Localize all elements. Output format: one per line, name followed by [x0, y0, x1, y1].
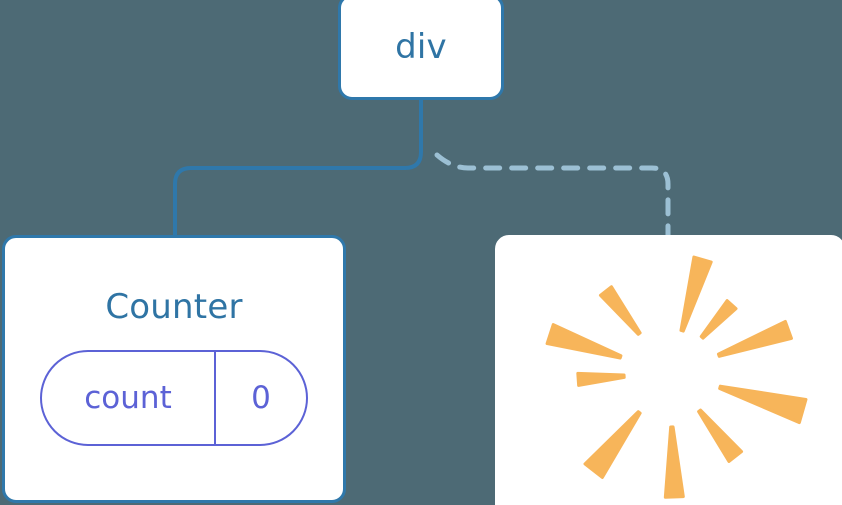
starburst-ray-8	[663, 425, 685, 499]
starburst-ray-2	[699, 299, 738, 340]
starburst-ray-4	[598, 285, 642, 336]
starburst-ray-9	[583, 410, 642, 479]
starburst-ray-10	[576, 371, 626, 387]
starburst-graphic	[520, 251, 820, 501]
prop-value-count: 0	[214, 352, 306, 444]
starburst-rays	[545, 255, 808, 499]
counter-prop-pill[interactable]: count 0	[40, 350, 308, 446]
node-counter[interactable]: Counter count 0	[2, 235, 346, 503]
edge-div-to-spark	[434, 152, 671, 239]
starburst-ray-7	[697, 408, 744, 463]
node-starburst[interactable]	[495, 235, 842, 505]
node-div-label: div	[395, 27, 447, 67]
starburst-ray-5	[545, 323, 623, 360]
starburst-ray-6	[718, 384, 808, 425]
prop-key-count: count	[84, 380, 172, 416]
node-div[interactable]: div	[338, 0, 504, 100]
starburst-ray-1	[679, 255, 713, 333]
edge-div-to-counter	[173, 98, 423, 238]
node-counter-label: Counter	[105, 287, 243, 327]
starburst-ray-3	[716, 319, 793, 358]
